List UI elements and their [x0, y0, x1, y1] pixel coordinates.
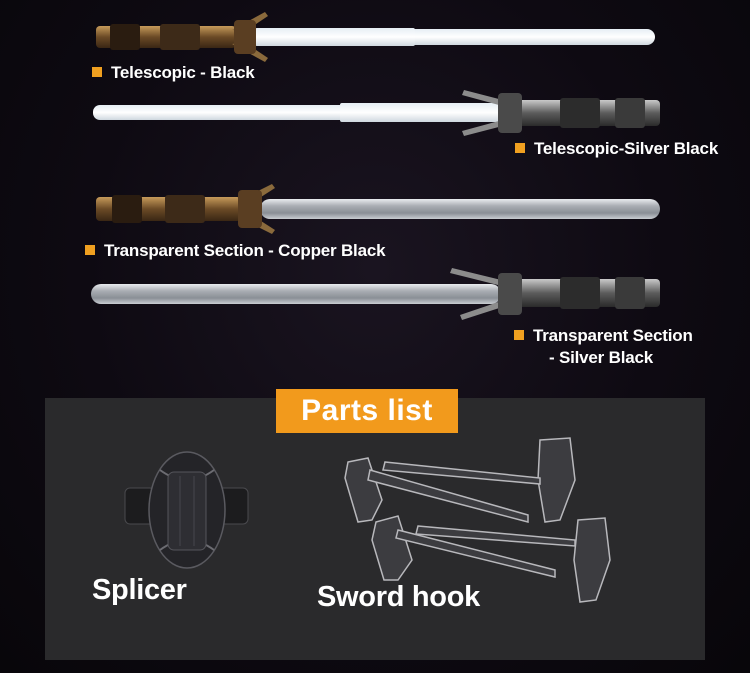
saber-transparent-silver-black: [91, 268, 660, 320]
splicer-image: [124, 451, 249, 569]
saber-telescopic-black: [96, 12, 655, 62]
variant-label-1: Telescopic - Black: [92, 62, 255, 84]
splicer-caption: Splicer: [92, 574, 187, 606]
saber-variants-illustration: [91, 12, 660, 320]
variant-label-3: Transparent Section - Copper Black: [85, 240, 386, 262]
parts-list-header: Parts list: [276, 389, 458, 433]
bullet-icon: [515, 143, 525, 153]
bullet-icon: [92, 67, 102, 77]
variant-label-2: Telescopic-Silver Black: [515, 138, 718, 160]
bullet-icon: [85, 245, 95, 255]
sword-hook-image: [344, 437, 611, 603]
parts-list-title: Parts list: [301, 394, 433, 427]
sword-hook-caption: Sword hook: [317, 581, 480, 613]
saber-telescopic-silver-black: [93, 90, 660, 136]
saber-transparent-copper-black: [96, 184, 660, 234]
bullet-icon: [514, 330, 524, 340]
variant-label-4: Transparent Section - Silver Black: [514, 325, 693, 369]
